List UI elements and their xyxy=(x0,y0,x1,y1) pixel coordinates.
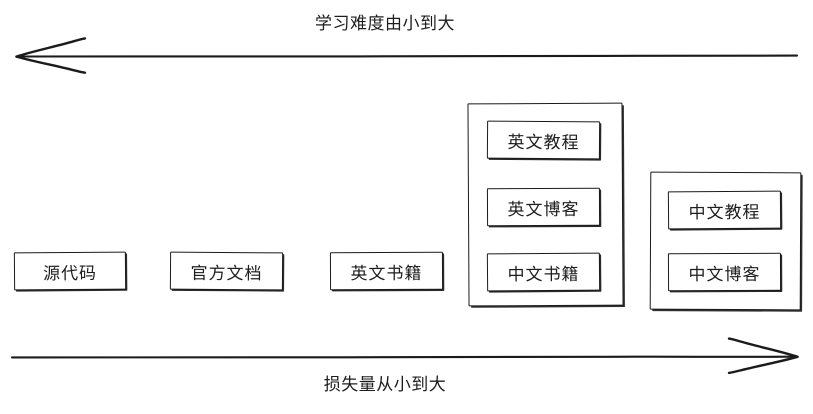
node-english-books[interactable]: 英文书籍 xyxy=(329,251,444,291)
top-axis-label: 学习难度由小到大 xyxy=(315,14,455,34)
node-english-blog[interactable]: 英文博客 xyxy=(486,187,601,227)
node-chinese-tutorial[interactable]: 中文教程 xyxy=(667,190,782,230)
node-label: 源代码 xyxy=(42,263,98,284)
node-label: 英文教程 xyxy=(507,132,580,153)
node-chinese-books[interactable]: 中文书籍 xyxy=(486,252,601,292)
top-axis-arrow xyxy=(15,37,799,74)
bottom-axis-label: 损失量从小到大 xyxy=(323,375,447,395)
node-english-tutorial[interactable]: 英文教程 xyxy=(486,120,601,160)
node-label: 英文博客 xyxy=(507,199,580,220)
bottom-axis-arrow xyxy=(10,337,799,375)
node-label: 中文博客 xyxy=(688,264,761,285)
node-label: 中文书籍 xyxy=(507,264,580,285)
node-label: 中文教程 xyxy=(688,202,761,223)
node-source-code[interactable]: 源代码 xyxy=(13,251,127,291)
node-label: 官方文档 xyxy=(190,263,263,284)
node-label: 英文书籍 xyxy=(350,263,423,284)
node-official-docs[interactable]: 官方文档 xyxy=(169,251,284,291)
node-chinese-blog[interactable]: 中文博客 xyxy=(667,252,782,292)
